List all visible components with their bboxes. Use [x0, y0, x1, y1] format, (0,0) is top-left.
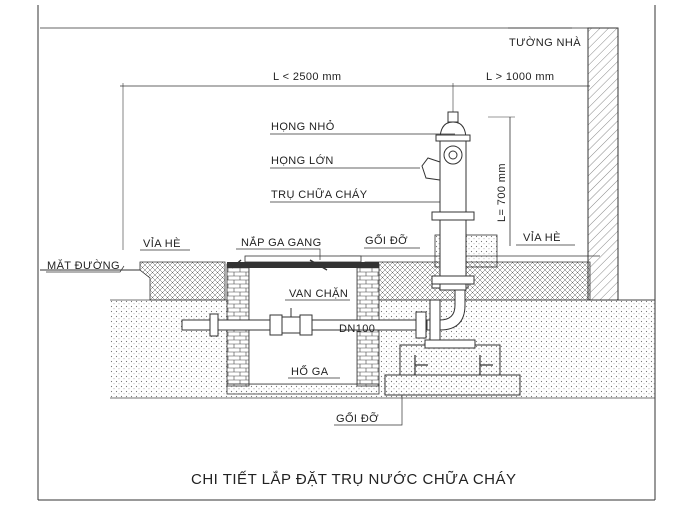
label-pipe: DN100: [339, 323, 375, 335]
leader-lines: [46, 27, 575, 426]
fire-hydrant: [421, 111, 498, 291]
building-wall: [40, 27, 655, 301]
ground: [40, 255, 655, 399]
label-small-outlet: HỌNG NHỎ: [271, 120, 335, 133]
dimension-lines: [120, 83, 590, 250]
label-large-outlet: HỌNG LỚN: [271, 154, 334, 167]
concrete-footing: [384, 339, 521, 396]
drawing-title: CHI TIẾT LẮP ĐẶT TRỤ NƯỚC CHỮA CHÁY: [191, 470, 517, 488]
label-manhole-cover: NẮP GA GANG: [241, 236, 322, 249]
frame: [37, 5, 656, 501]
label-pit: HỐ GA: [291, 364, 329, 378]
label-dim-vertical: L= 700 mm: [496, 163, 508, 222]
label-support-bottom: GỐI ĐỠ: [336, 411, 379, 425]
label-dim-left: L < 2500 mm: [273, 71, 342, 83]
label-valve: VAN CHẶN: [289, 287, 348, 300]
label-dim-right: L > 1000 mm: [486, 71, 555, 83]
label-road-surface: MẶT ĐƯỜNG: [47, 259, 120, 272]
label-support-top: GỐI ĐỠ: [365, 233, 408, 247]
label-sidewalk-left: VỈA HÈ: [143, 237, 181, 250]
label-sidewalk-right: VỈA HÈ: [523, 231, 561, 244]
gate-valve: [269, 308, 313, 336]
label-wall: TƯỜNG NHÀ: [509, 36, 581, 49]
label-hydrant: TRỤ CHỮA CHÁY: [271, 188, 368, 201]
